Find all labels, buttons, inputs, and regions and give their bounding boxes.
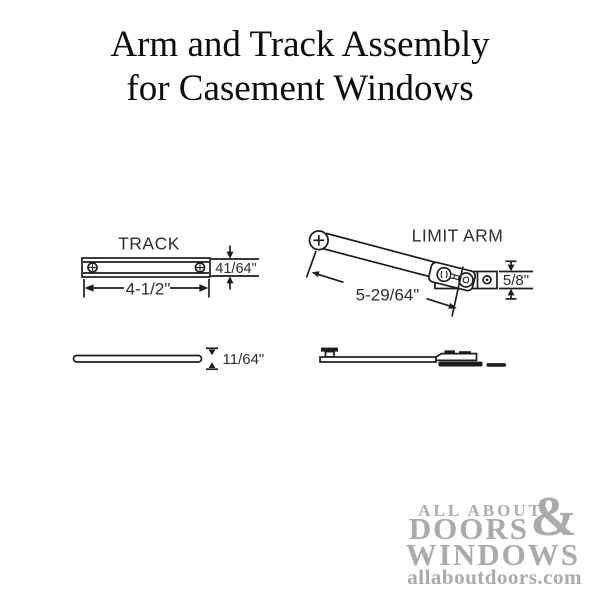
limit-arm-height-value: 5/8" xyxy=(503,272,529,289)
track-screw-left-icon xyxy=(87,262,98,273)
track-front-view xyxy=(81,257,211,278)
watermark-windows: WINDOWS xyxy=(405,537,580,572)
title-line-1: Arm and Track Assembly xyxy=(110,24,490,65)
track-thickness-dimension: 11/64" xyxy=(206,347,265,371)
track-thickness-value: 11/64" xyxy=(223,351,265,368)
watermark-ampersand-icon: & xyxy=(530,486,577,548)
track-height-dimension: 41/64" xyxy=(211,245,259,290)
title-line-2: for Casement Windows xyxy=(126,68,474,109)
limit-arm-length-dimension: 5-29/64" xyxy=(305,250,464,317)
limit-arm-front-view xyxy=(308,230,498,292)
limit-arm-height-dimension: 5/8" xyxy=(499,260,533,300)
track-screw-right-icon xyxy=(194,262,206,273)
track-label: TRACK xyxy=(118,234,180,254)
track-length-value: 4-1/2" xyxy=(126,280,171,299)
limit-arm-length-value: 5-29/64" xyxy=(356,286,420,305)
page-title: Arm and Track Assembly for Casement Wind… xyxy=(0,23,600,111)
pivot-screw-icon xyxy=(308,230,329,251)
track-side-view xyxy=(72,354,203,363)
watermark-all-about: ALL ABOUT xyxy=(418,501,543,520)
limit-arm-side-view xyxy=(319,347,506,367)
watermark-url: allaboutdoors.com xyxy=(407,565,582,589)
watermark-doors: DOORS xyxy=(408,511,529,546)
limit-arm-label: LIMIT ARM xyxy=(412,226,504,246)
track-height-value: 41/64" xyxy=(215,261,256,277)
track-length-dimension: 4-1/2" xyxy=(83,279,210,299)
